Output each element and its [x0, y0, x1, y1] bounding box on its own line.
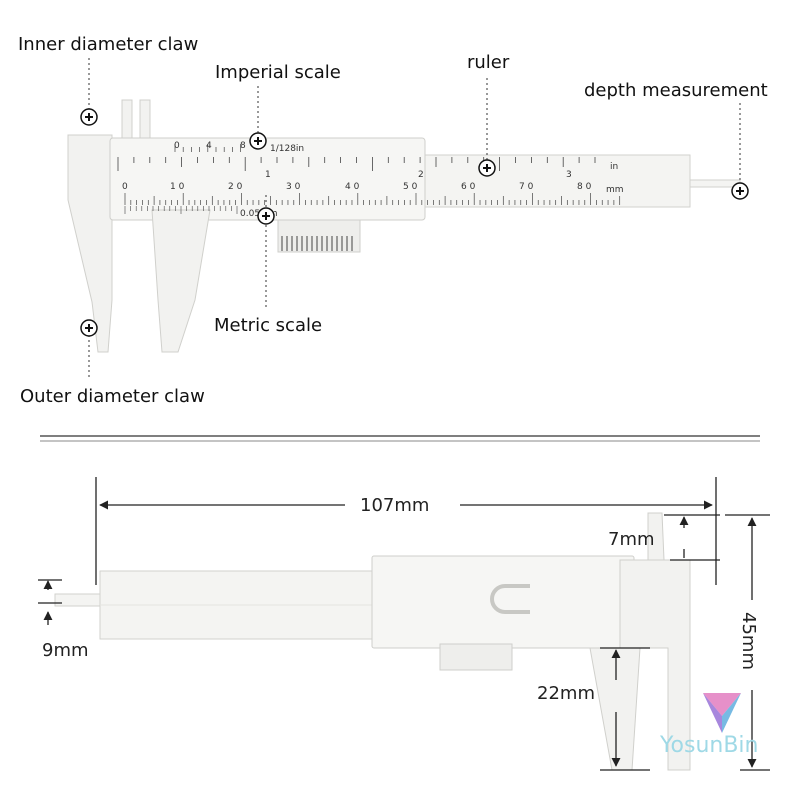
outer-jaw-dimension: 22mm	[537, 683, 595, 704]
metric-number: 2 0	[228, 182, 243, 192]
dimension-lines	[38, 477, 770, 771]
vernier-number: 4	[206, 141, 212, 151]
inner-claw-sliding	[139, 99, 151, 141]
inner-claw	[647, 512, 665, 561]
vernier-ticks	[124, 144, 241, 214]
plus-marker-icon	[731, 182, 749, 200]
imperial-number: 2	[418, 170, 424, 180]
sliding-outer-jaw	[151, 209, 211, 353]
metric-number: 0	[122, 182, 128, 192]
metric-number: 6 0	[461, 182, 476, 192]
imperial-number: 1	[265, 170, 271, 180]
sliding-jaw	[589, 647, 641, 771]
plus-marker-icon	[249, 132, 267, 150]
slot	[490, 584, 530, 614]
imperial-ticks	[117, 157, 596, 171]
slider	[371, 555, 635, 649]
mm-unit-label: mm	[606, 185, 624, 195]
depth-rod-dimension: 9mm	[42, 640, 89, 661]
metric-number: 8 0	[577, 182, 592, 192]
height-dimension: 45mm	[738, 612, 759, 670]
brand-logo: YosunBin	[659, 693, 758, 758]
vernier-number: 0	[174, 141, 180, 151]
in-unit-label: in	[610, 162, 618, 172]
metric-number: 7 0	[519, 182, 534, 192]
caliper-top-view: 1 2 3 in mm 0 1 0 2 0 3 0 4 0 5 0 6 0 7 …	[67, 99, 741, 353]
plus-marker-icon	[478, 159, 496, 177]
plus-marker-icon	[80, 319, 98, 337]
imperial-scale-label: Imperial scale	[215, 62, 341, 83]
metric-number: 5 0	[403, 182, 418, 192]
imperial-resolution: 1/128in	[270, 144, 304, 154]
plus-marker-icon	[257, 207, 275, 225]
leader-lines	[88, 58, 741, 380]
metric-ticks	[124, 193, 621, 205]
metric-number: 3 0	[286, 182, 301, 192]
outer-claw-label: Outer diameter claw	[20, 386, 205, 407]
ruler-label: ruler	[467, 52, 510, 73]
metric-number: 4 0	[345, 182, 360, 192]
caliper-side-view	[54, 512, 691, 771]
inner-claw	[121, 99, 133, 141]
vernier-number: 8	[240, 141, 246, 151]
inner-jaw-dimension: 7mm	[608, 529, 655, 550]
inner-claw-label: Inner diameter claw	[18, 34, 198, 55]
thumb-wheel	[439, 643, 513, 671]
depth-rod	[54, 593, 106, 607]
plus-marker-icon	[80, 108, 98, 126]
brand-text: YosunBin	[659, 733, 758, 758]
length-dimension: 107mm	[360, 495, 429, 516]
depth-label: depth measurement	[584, 80, 768, 101]
metric-number: 1 0	[170, 182, 185, 192]
thumb-wheel	[277, 219, 361, 253]
plus-markers	[80, 108, 749, 337]
depth-rod	[689, 179, 741, 188]
metric-scale-label: Metric scale	[214, 315, 322, 336]
imperial-number: 3	[566, 170, 572, 180]
section-divider	[40, 435, 760, 442]
